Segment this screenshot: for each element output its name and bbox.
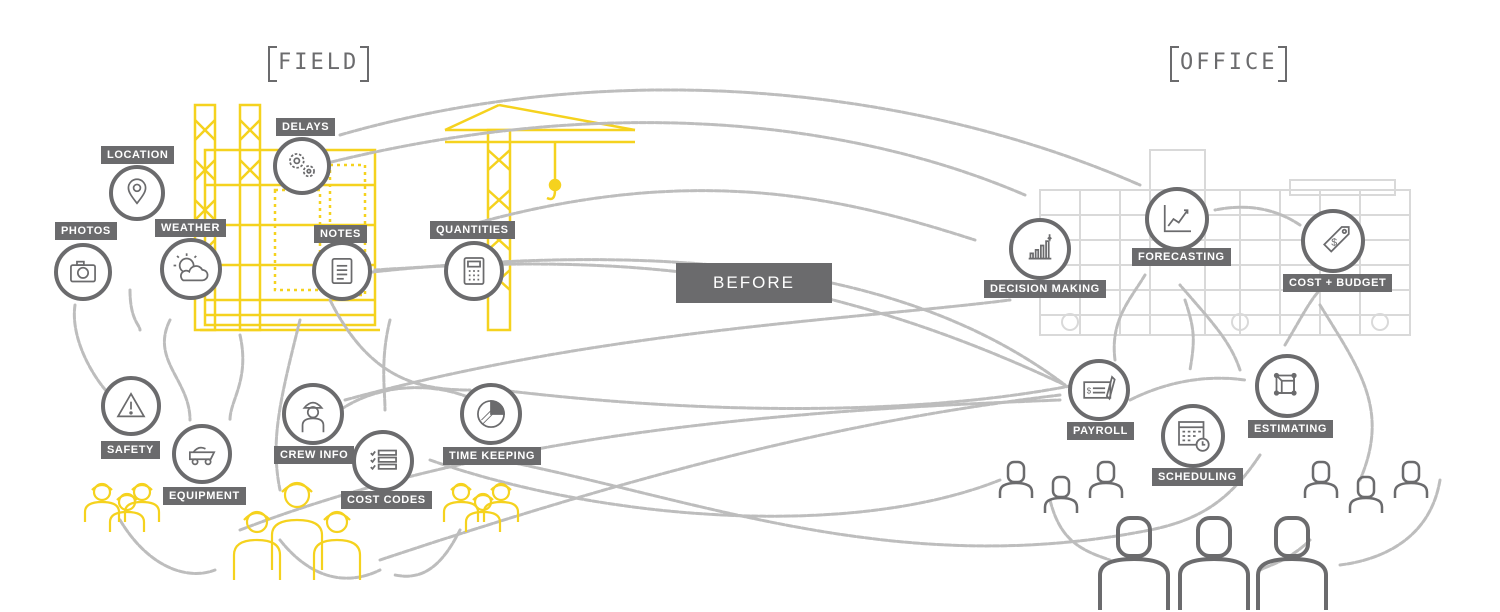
estimating-label: ESTIMATING [1248, 420, 1334, 438]
sun-cloud-icon [173, 253, 209, 282]
bar-chart-icon [1028, 234, 1052, 260]
quantities-label: QUANTITIES [430, 221, 515, 239]
cost-codes-label: COST CODES [341, 491, 432, 509]
estimating-node [1255, 354, 1319, 418]
quantities-node [444, 241, 504, 301]
calculator-icon [463, 257, 485, 285]
cost-budget-node: $ [1301, 209, 1365, 273]
safety-label: SAFETY [101, 441, 160, 459]
price-tag-icon: $ [1323, 226, 1350, 253]
office-workers [998, 460, 1429, 513]
weather-node [160, 238, 222, 300]
office-heading: OFFICE [1170, 46, 1288, 82]
warning-triangle-icon [116, 392, 146, 418]
worker-hardhat-icon [301, 401, 325, 433]
blueprint-cube-icon [1273, 372, 1297, 396]
cost-codes-node [352, 430, 414, 492]
payroll-node: $ [1068, 359, 1130, 421]
photos-node [54, 243, 112, 301]
field-heading: FIELD [268, 46, 370, 82]
check-pen-icon: $ [1083, 375, 1116, 401]
pie-clock-icon [477, 400, 505, 428]
decision-making-label: DECISION MAKING [984, 280, 1106, 298]
time-keeping-label: TIME KEEPING [443, 447, 542, 465]
forecasting-label: FORECASTING [1132, 248, 1231, 266]
delays-node [273, 137, 331, 195]
scheduling-node [1161, 404, 1225, 468]
scheduling-label: SCHEDULING [1152, 468, 1243, 486]
svg-text:$: $ [1331, 236, 1337, 248]
equipment-node [172, 424, 232, 484]
location-label: LOCATION [101, 146, 175, 164]
camera-icon [70, 260, 96, 283]
payroll-label: PAYROLL [1067, 422, 1134, 440]
location-pin-icon [127, 178, 147, 205]
safety-node [101, 376, 161, 436]
notes-label: NOTES [314, 225, 367, 243]
crew-info-node [282, 383, 344, 445]
gears-icon [289, 153, 315, 178]
calendar-clock-icon [1178, 421, 1210, 452]
notes-node [312, 241, 372, 301]
weather-label: WEATHER [155, 219, 226, 237]
cost-budget-label: COST + BUDGET [1283, 274, 1393, 292]
time-keeping-node [460, 383, 522, 445]
svg-text:$: $ [1087, 386, 1092, 395]
decision-making-node [1009, 218, 1071, 280]
forecasting-node [1145, 187, 1209, 251]
dump-truck-icon [189, 446, 216, 466]
before-label: BEFORE [676, 263, 832, 303]
crew-info-label: CREW INFO [274, 446, 355, 464]
notepad-icon [331, 258, 353, 284]
location-node [109, 165, 165, 221]
office-workers-large [1098, 516, 1328, 610]
delays-label: DELAYS [276, 118, 336, 136]
checklist-icon [370, 449, 397, 471]
photos-label: PHOTOS [55, 222, 117, 240]
trend-chart-icon [1163, 205, 1191, 233]
field-workers [83, 481, 520, 580]
equipment-label: EQUIPMENT [163, 487, 246, 505]
